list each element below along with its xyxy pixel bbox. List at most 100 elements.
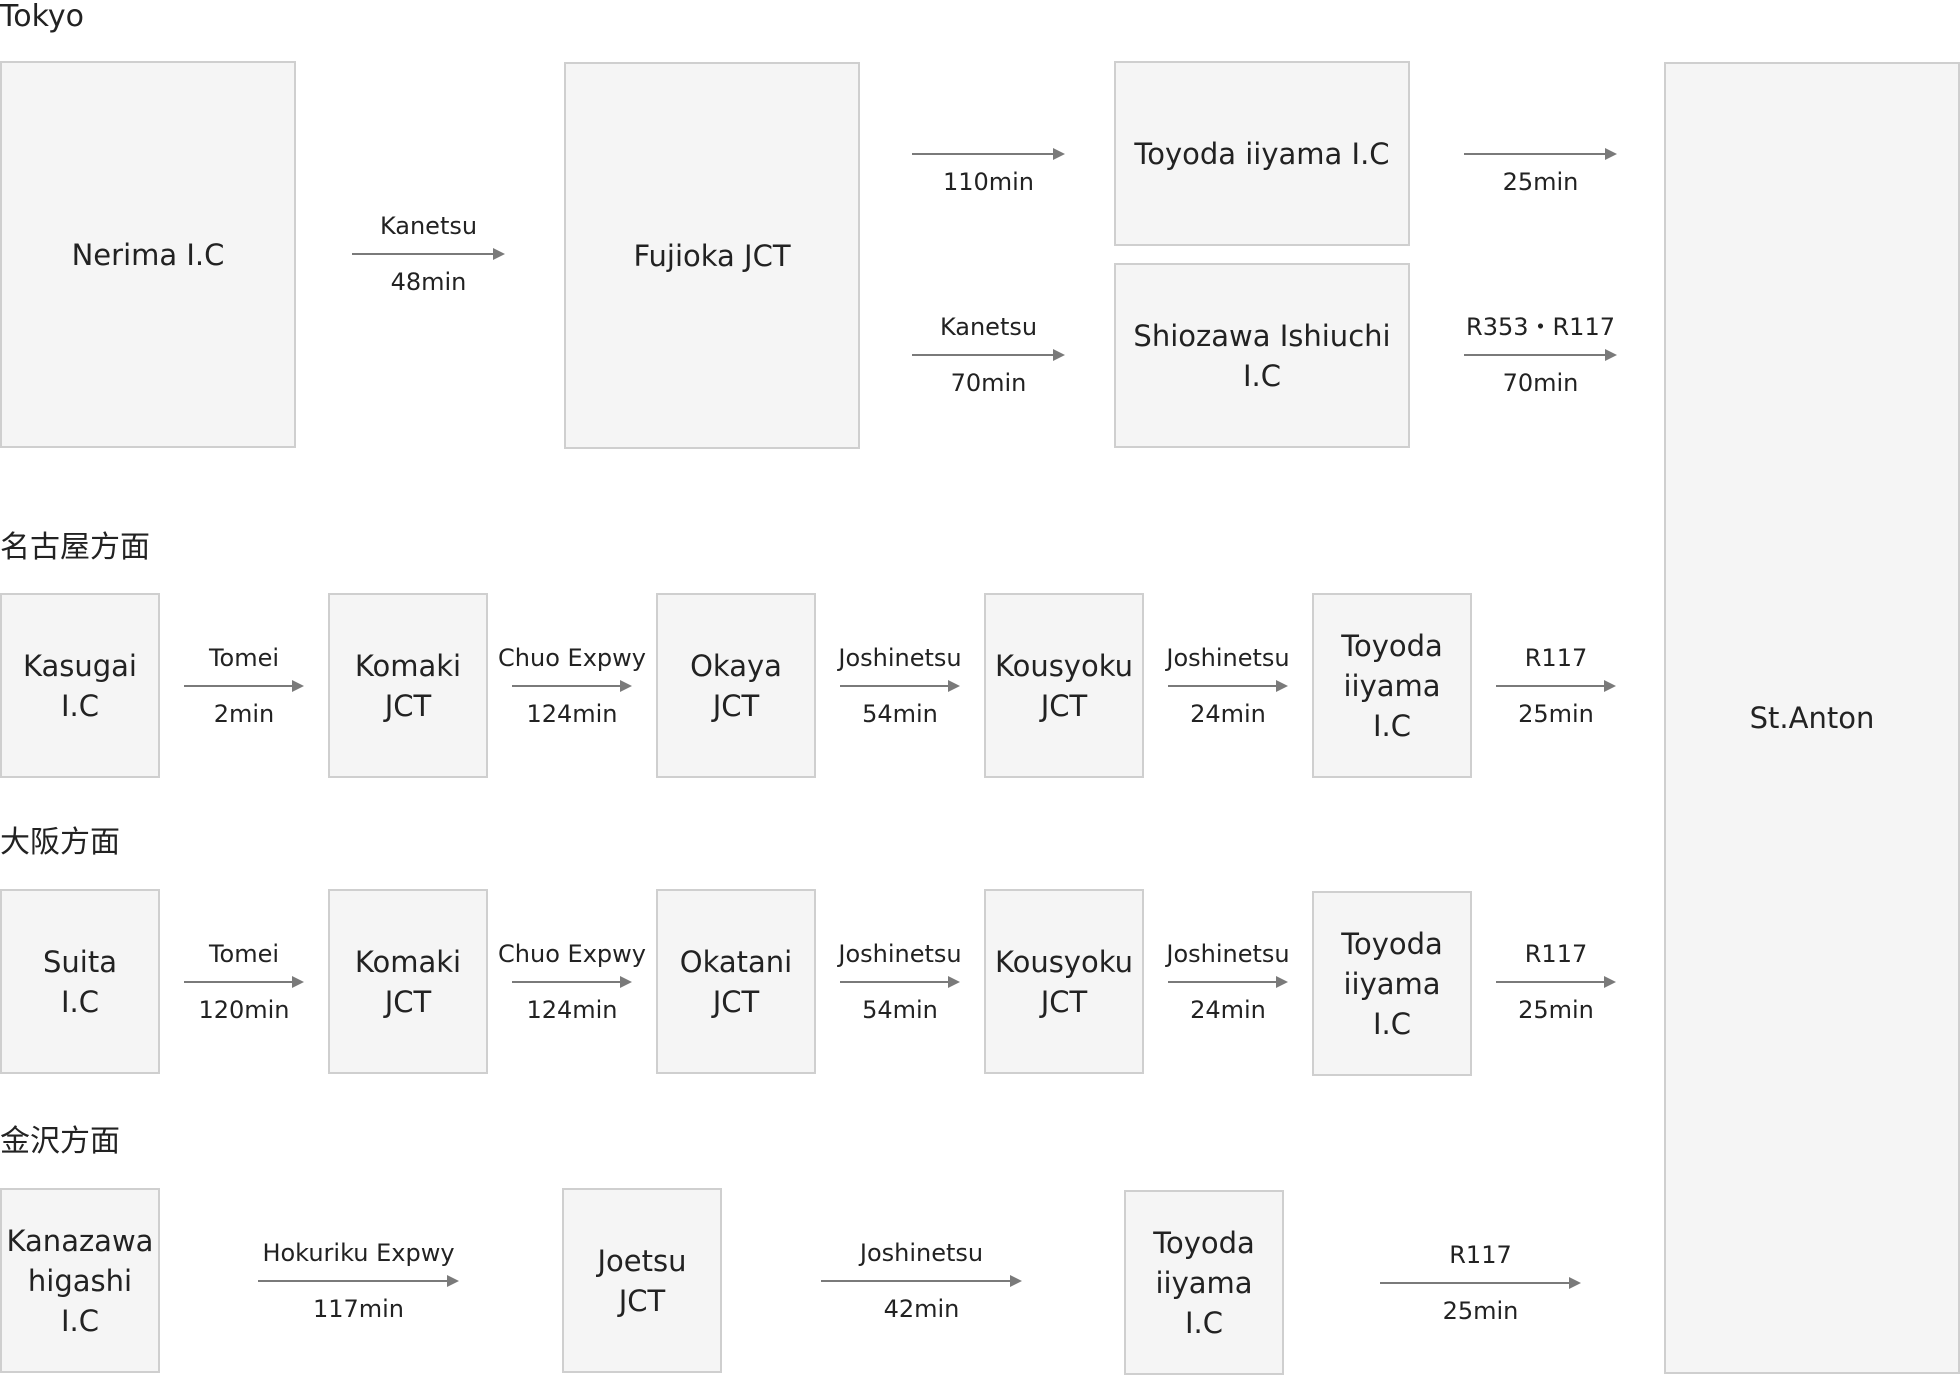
edge-time-label: 42min (883, 1295, 960, 1323)
section-title-nagoya: 名古屋方面 (0, 530, 150, 565)
edge-toyoda-st-anton: 25min (1464, 100, 1617, 210)
edge-time-label: 25min (1518, 996, 1594, 1024)
arrow-head-icon (1053, 148, 1065, 160)
arrow-head-icon (1276, 680, 1288, 692)
edge-time-label: 70min (1502, 369, 1579, 397)
arrow-head-icon (1010, 1275, 1022, 1287)
edge-time-label: 54min (862, 700, 938, 728)
node-joetsu-jct: Joetsu JCT (562, 1188, 722, 1373)
arrow-head-icon (620, 680, 632, 692)
edge-kanazawa-2: Joshinetsu 42min (821, 1227, 1022, 1337)
edge-road-label: Tomei (208, 940, 280, 968)
node-label: Joetsu JCT (597, 1243, 687, 1318)
node-shiozawa-ishiuchi-ic: Shiozawa Ishiuchi I.C (1114, 263, 1410, 448)
edge-time-label: 117min (312, 1295, 405, 1323)
edge-nerima-fujioka: Kanetsu 48min (352, 200, 505, 310)
destination-label: St.Anton (1749, 701, 1875, 735)
edge-nagoya-1: Tomei 2min (184, 632, 304, 742)
edge-time-label: 25min (1442, 1297, 1519, 1325)
edge-osaka-5: R117 25min (1496, 928, 1616, 1038)
section-title-tokyo: Tokyo (0, 0, 84, 34)
edge-kanazawa-3: R117 25min (1380, 1229, 1581, 1339)
edge-road-label: Joshinetsu (1166, 940, 1290, 968)
edge-road-label: Joshinetsu (838, 644, 962, 672)
section-title-osaka: 大阪方面 (0, 825, 120, 860)
edge-line (821, 1280, 1012, 1282)
edge-line (184, 685, 294, 687)
edge-line (912, 354, 1055, 356)
edge-fujioka-toyoda: 110min (912, 100, 1065, 210)
edge-time-label: 54min (862, 996, 938, 1024)
edge-line (352, 253, 495, 255)
arrow-head-icon (1053, 349, 1065, 361)
edge-time-label: 24min (1190, 996, 1266, 1024)
node-label: Kanazawa higashi I.C (6, 1223, 154, 1338)
edge-shiozawa-st-anton: R353・R117 70min (1464, 301, 1617, 411)
arrow-head-icon (1276, 976, 1288, 988)
section-title-kanazawa: 金沢方面 (0, 1124, 120, 1159)
edge-time-label: 48min (390, 268, 467, 296)
edge-road-label: R353・R117 (1466, 313, 1615, 341)
edge-road-label: Joshinetsu (838, 940, 962, 968)
edge-line (840, 685, 950, 687)
edge-time-label: 124min (526, 700, 618, 728)
arrow-head-icon (493, 248, 505, 260)
node-label: Fujioka JCT (633, 238, 791, 273)
arrow-head-icon (1569, 1277, 1581, 1289)
edge-road-label: Tomei (208, 644, 280, 672)
edge-osaka-1: Tomei 120min (184, 928, 304, 1038)
node-fujioka-jct: Fujioka JCT (564, 62, 860, 449)
arrow-head-icon (292, 976, 304, 988)
edge-time-label: 120min (198, 996, 290, 1024)
node-label: Kousyoku JCT (995, 944, 1133, 1019)
edge-road-label: Kanetsu (379, 212, 478, 240)
arrow-head-icon (292, 680, 304, 692)
edge-line (1496, 981, 1606, 983)
edge-road-label: Hokuriku Expwy (262, 1239, 455, 1267)
node-kanazawa-higashi-ic: Kanazawa higashi I.C (0, 1188, 160, 1373)
node-label: Toyoda iiyama I.C (1341, 628, 1443, 743)
node-toyoda-iiyama-ic: Toyoda iiyama I.C (1312, 593, 1472, 778)
edge-road-label: Joshinetsu (1166, 644, 1290, 672)
edge-road-label: Kanetsu (939, 313, 1038, 341)
edge-time-label: 124min (526, 996, 618, 1024)
edge-time-label: 110min (942, 168, 1035, 196)
node-label: Toyoda iiyama I.C (1341, 926, 1443, 1041)
node-label: Toyoda iiyama I.C (1153, 1225, 1255, 1340)
arrow-head-icon (620, 976, 632, 988)
node-label: Kousyoku JCT (995, 648, 1133, 723)
node-okaya-jct: Okaya JCT (656, 593, 816, 778)
edge-kanazawa-1: Hokuriku Expwy 117min (258, 1227, 459, 1337)
edge-line (1464, 354, 1607, 356)
node-label: Komaki JCT (354, 648, 462, 723)
arrow-head-icon (1604, 976, 1616, 988)
arrow-head-icon (948, 680, 960, 692)
node-label: Kasugai I.C (22, 648, 137, 723)
node-okatani-jct: Okatani JCT (656, 889, 816, 1074)
destination-box: St.Anton (1664, 62, 1960, 1374)
edge-line (258, 1280, 449, 1282)
node-komaki-jct: Komaki JCT (328, 593, 488, 778)
node-suita-ic: Suita I.C (0, 889, 160, 1074)
edge-line (512, 685, 622, 687)
edge-osaka-4: Joshinetsu 24min (1166, 928, 1289, 1038)
node-nerima-ic: Nerima I.C (0, 61, 296, 448)
arrow-head-icon (447, 1275, 459, 1287)
edge-road-label: R117 (1449, 1241, 1512, 1269)
arrow-head-icon (1604, 680, 1616, 692)
node-label: Suita I.C (43, 944, 117, 1019)
arrow-head-icon (948, 976, 960, 988)
edge-line (840, 981, 950, 983)
edge-road-label: R117 (1524, 644, 1588, 672)
node-kousyoku-jct: Kousyoku JCT (984, 889, 1144, 1074)
edge-line (512, 981, 622, 983)
node-label: Okatani JCT (679, 944, 793, 1019)
node-label: Nerima I.C (71, 237, 225, 272)
edge-line (1168, 981, 1278, 983)
edge-time-label: 25min (1502, 168, 1579, 196)
edge-line (912, 153, 1055, 155)
node-toyoda-iiyama-ic: Toyoda iiyama I.C (1114, 61, 1410, 246)
edge-fujioka-shiozawa: Kanetsu 70min (912, 301, 1065, 411)
edge-nagoya-4: Joshinetsu 24min (1166, 632, 1289, 742)
edge-road-label: Joshinetsu (859, 1239, 984, 1267)
